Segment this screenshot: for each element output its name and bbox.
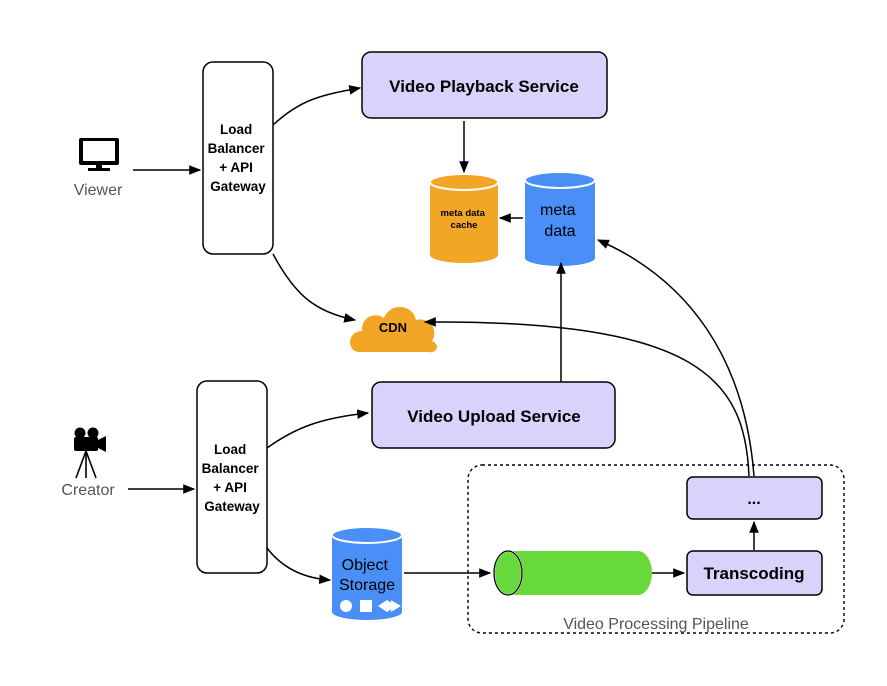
video-upload-service-label: Video Upload Service (407, 407, 581, 426)
cdn-cloud-icon: CDN (350, 306, 438, 353)
video-camera-icon (74, 427, 106, 479)
viewer-label: Viewer (74, 182, 123, 199)
gateway-top-line-4: Gateway (210, 179, 266, 194)
svg-text:Load Balancer + AP: Load Balancer + API Gateway (202, 442, 263, 514)
cdn-label: CDN (379, 320, 407, 335)
viewer-actor: Viewer (74, 138, 123, 199)
transcoding-box: Transcoding (686, 550, 823, 596)
arrow-more-to-cdn (423, 317, 750, 477)
more-steps-label: ... (747, 491, 760, 508)
more-steps-box: ... (686, 476, 823, 520)
gateway-top-line-2: Balancer (208, 141, 266, 156)
object-storage-database-icon: Object Storage (331, 526, 403, 620)
meta-cache-line-2: cache (451, 220, 478, 231)
video-processing-pipeline-group: Video Processing Pipeline (467, 464, 845, 634)
gateway-bottom-line-3: + API (213, 480, 247, 495)
monitor-icon (79, 138, 119, 171)
object-storage-line-2: Storage (339, 577, 395, 594)
gateway-bottom-line-4: Gateway (204, 499, 260, 514)
svg-text:Load Balancer + AP: Load Balancer + API Gateway (208, 122, 269, 194)
load-balancer-gateway-bottom: Load Balancer + API Gateway (196, 380, 268, 574)
gateway-top-line-3: + API (219, 160, 253, 175)
arrow-gateway-to-playback (272, 85, 362, 126)
arrow-gateway-to-cdn (272, 253, 357, 323)
gateway-top-line-1: Load (220, 122, 252, 137)
arrow-gateway-to-object-storage (266, 547, 332, 585)
object-storage-line-1: Object (342, 557, 389, 574)
creator-actor: Creator (61, 427, 115, 499)
arrow-more-to-metadata (596, 239, 755, 477)
creator-label: Creator (61, 482, 115, 499)
svg-text:Object Storage: Object Storage (339, 557, 395, 594)
video-upload-service: Video Upload Service (371, 381, 616, 449)
meta-data-cache-database-icon: meta data cache (429, 173, 499, 263)
transcoding-label: Transcoding (703, 564, 804, 583)
video-playback-service: Video Playback Service (361, 51, 608, 119)
load-balancer-gateway-top: Load Balancer + API Gateway (202, 61, 274, 255)
meta-data-database-icon: meta data (524, 171, 596, 266)
video-playback-service-label: Video Playback Service (389, 77, 579, 96)
connectors (128, 85, 759, 585)
arrow-gateway-to-upload (266, 409, 370, 449)
gateway-bottom-line-2: Balancer (202, 461, 260, 476)
meta-data-line-1: meta (540, 202, 576, 219)
svg-text:meta data: meta data (540, 202, 580, 240)
message-queue-icon (493, 550, 652, 596)
meta-data-line-2: data (544, 223, 575, 240)
svg-text:meta data cache: meta data cache (441, 208, 488, 231)
pipeline-label: Video Processing Pipeline (563, 616, 749, 633)
gateway-bottom-line-1: Load (214, 442, 246, 457)
meta-cache-line-1: meta data (441, 208, 486, 219)
